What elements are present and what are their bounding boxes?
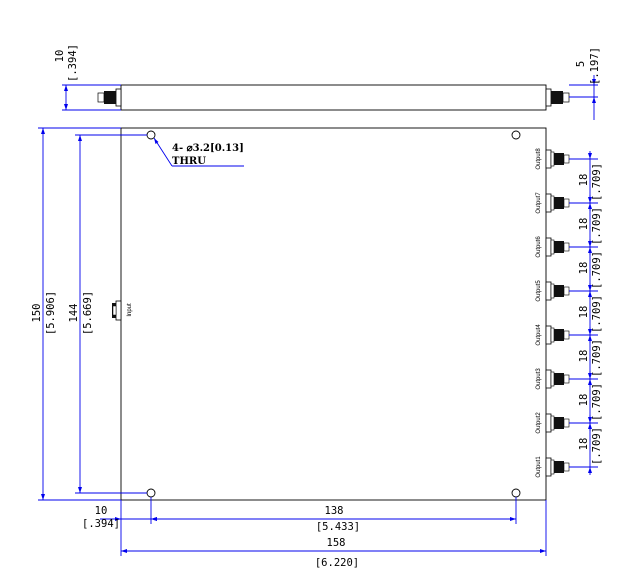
- hole-callout: 4- ⌀3.2[0.13] THRU: [153, 137, 244, 167]
- side-input-connector: [97, 88, 122, 107]
- edge-offset-in: [.394]: [82, 518, 120, 530]
- output-connector: Output2: [536, 412, 570, 434]
- overall-width-mm: 158: [327, 537, 346, 549]
- mounting-hole: [146, 130, 156, 140]
- pitch-mm: 18: [578, 306, 590, 319]
- output-label: Output2: [536, 412, 542, 434]
- plan-view-body: [120, 127, 547, 501]
- side-view: 10 [.394] 5 [.197]: [54, 44, 601, 120]
- pitch-in: [.709]: [591, 339, 603, 377]
- output-pitch-dimensions: 18[.709]18[.709]18[.709]18[.709]18[.709]…: [569, 151, 603, 475]
- pitch-dimension: 18[.709]: [578, 415, 603, 475]
- pitch-mm: 18: [578, 262, 590, 275]
- hole-span-horizontal-in: [5.433]: [316, 521, 360, 533]
- hole-note-line2: THRU: [172, 156, 206, 167]
- hole-span-vertical-mm: 144: [68, 304, 80, 323]
- overall-height-dimension: 150 [5.906]: [31, 127, 121, 501]
- output-label: Output6: [536, 236, 542, 258]
- pitch-dimension: 18[.709]: [578, 371, 603, 431]
- side-height-mm: 10: [54, 50, 66, 63]
- side-height-dimension: 10 [.394]: [54, 44, 121, 111]
- overall-width-dimension: 158 [6.220]: [120, 500, 547, 569]
- mounting-hole: [511, 130, 521, 140]
- pitch-dimension: 18[.709]: [578, 151, 603, 211]
- hole-span-horizontal-dimension: 138 [5.433]: [151, 497, 517, 533]
- pitch-in: [.709]: [591, 427, 603, 465]
- pitch-dimension: 18[.709]: [578, 327, 603, 387]
- side-output-connector: [545, 88, 570, 107]
- pitch-in: [.709]: [591, 295, 603, 333]
- pitch-in: [.709]: [591, 251, 603, 289]
- input-connector: Input: [112, 300, 133, 321]
- pitch-mm: 18: [578, 218, 590, 231]
- output-connector: Output6: [536, 236, 570, 258]
- output-connector: Output5: [536, 280, 570, 302]
- pitch-mm: 18: [578, 350, 590, 363]
- hole-span-vertical-dimension: 144 [5.669]: [68, 134, 147, 494]
- edge-offset-mm: 10: [95, 505, 108, 517]
- pitch-mm: 18: [578, 394, 590, 407]
- output-label: Output3: [536, 368, 542, 390]
- overall-height-in: [5.906]: [45, 291, 57, 335]
- pitch-in: [.709]: [591, 207, 603, 245]
- side-height-in: [.394]: [67, 44, 79, 82]
- overall-width-in: [6.220]: [315, 557, 359, 569]
- plan-view: Input Output8Output7Output6Output5Output…: [31, 127, 603, 569]
- pitch-dimension: 18[.709]: [578, 195, 603, 255]
- output-label: Output5: [536, 280, 542, 302]
- output-connector: Output1: [536, 456, 570, 478]
- side-offset-in: [.197]: [589, 47, 601, 85]
- mounting-hole: [146, 488, 156, 498]
- output-connector: Output7: [536, 192, 570, 214]
- side-offset-dimension: 5 [.197]: [569, 47, 601, 120]
- output-connectors: Output8Output7Output6Output5Output4Outpu…: [536, 148, 570, 478]
- overall-height-mm: 150: [31, 304, 43, 323]
- output-connector: Output3: [536, 368, 570, 390]
- pitch-mm: 18: [578, 438, 590, 451]
- hole-note-line1: 4- ⌀3.2[0.13]: [172, 143, 244, 154]
- mounting-hole: [511, 488, 521, 498]
- pitch-in: [.709]: [591, 383, 603, 421]
- hole-span-vertical-in: [5.669]: [82, 291, 94, 335]
- pitch-in: [.709]: [591, 163, 603, 201]
- hole-span-horizontal-mm: 138: [325, 505, 344, 517]
- output-label: Output1: [536, 456, 542, 478]
- output-label: Output7: [536, 192, 542, 214]
- pitch-dimension: 18[.709]: [578, 239, 603, 299]
- input-label: Input: [127, 303, 133, 317]
- output-connector: Output8: [536, 148, 570, 170]
- side-view-body: [120, 84, 547, 111]
- output-connector: Output4: [536, 324, 570, 346]
- output-label: Output4: [536, 324, 542, 346]
- pitch-dimension: 18[.709]: [578, 283, 603, 343]
- pitch-mm: 18: [578, 174, 590, 187]
- output-label: Output8: [536, 148, 542, 170]
- side-offset-mm: 5: [575, 61, 587, 67]
- edge-offset-dimension: 10 [.394]: [82, 497, 160, 530]
